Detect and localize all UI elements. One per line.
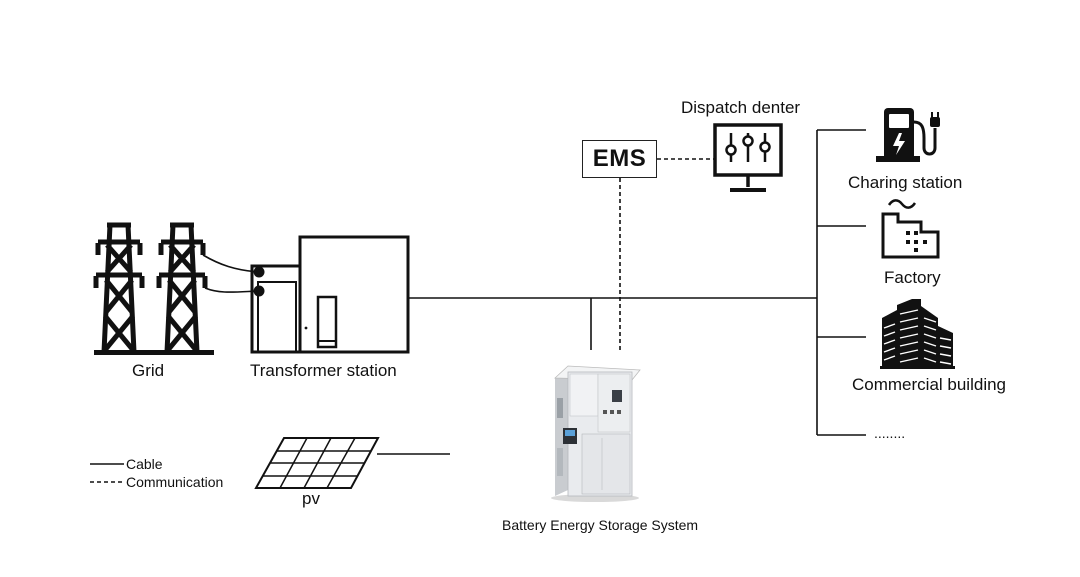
grid-label: Grid (132, 361, 165, 380)
charging-station-label: Charing station (848, 173, 963, 192)
transformer-station-icon (250, 235, 410, 354)
ev-charger-icon (876, 108, 940, 162)
power-tower-icon (93, 222, 214, 355)
legend (90, 463, 124, 483)
ems-box: EMS (582, 140, 657, 178)
solar-panel-icon (254, 437, 380, 489)
transformer-station-label: Transformer station (250, 361, 397, 380)
battery-cabinet-icon (551, 365, 641, 502)
ems-label: EMS (592, 145, 647, 172)
bess-label: Battery Energy Storage System (502, 517, 699, 533)
pv-label: pv (302, 489, 320, 508)
grid-cables (202, 254, 259, 293)
legend-communication-label: Communication (126, 474, 224, 490)
legend-cable-label: Cable (126, 456, 163, 472)
dispatch-center-label: Dispatch denter (681, 98, 801, 117)
more-loads-ellipsis: ........ (874, 425, 906, 441)
factory-label: Factory (884, 268, 941, 287)
buildings-icon (880, 299, 955, 369)
main-cable (408, 129, 866, 436)
communication-lines (619, 158, 714, 350)
monitor-sliders-icon (713, 123, 783, 192)
commercial-building-label: Commercial building (852, 375, 1007, 394)
factory-icon (881, 199, 940, 259)
